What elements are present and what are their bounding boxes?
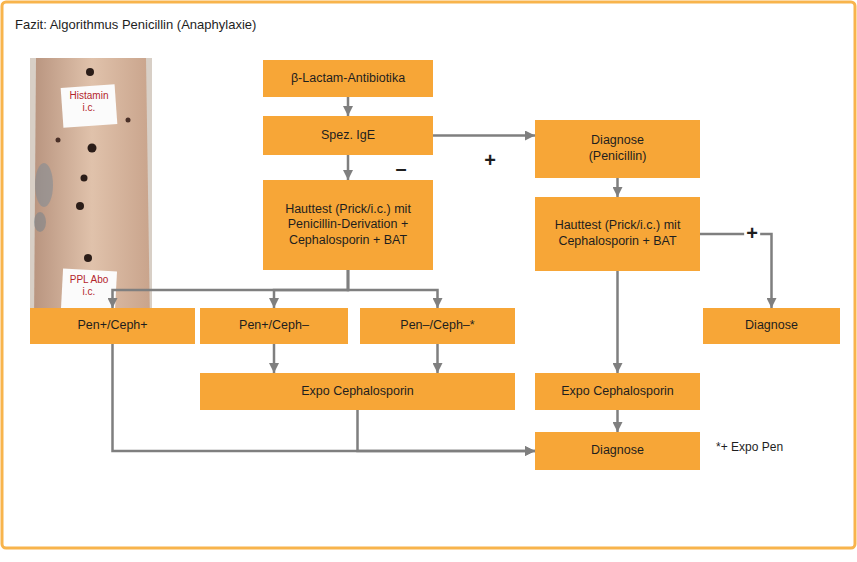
arm-photo [30,58,152,325]
process-box: Hauttest (Prick/i.c.) mit Penicillin-Der… [263,180,433,270]
connector-arrow [113,344,536,451]
photo-label: PPL Abo i.c. [64,274,114,298]
connector-arrow [347,97,350,116]
box-text: Pen–/Ceph–* [400,318,474,334]
box-text: Diagnose (Penicillin) [575,133,660,164]
process-box: Expo Cephalosporin [200,373,515,410]
box-text: Expo Cephalosporin [301,384,414,400]
connector-arrow [113,270,349,308]
process-box: β-Lactam-Antibiotika [263,60,433,97]
process-box: Expo Cephalosporin [535,373,700,410]
connector-arrow [348,270,438,308]
connector-arrow [433,134,535,137]
box-text: β-Lactam-Antibiotika [291,71,405,87]
edge-sign: + [482,150,498,170]
edge-sign: – [393,158,408,178]
box-text: Diagnose [591,443,644,459]
connector-arrow [436,344,439,373]
connector-arrow [273,344,276,373]
box-text: Hauttest (Prick/i.c.) mit Penicillin-Der… [269,202,427,249]
box-text: Pen+/Ceph+ [77,318,147,334]
process-box: Pen–/Ceph–* [360,308,515,344]
connector-arrow [274,270,348,308]
process-box: Spez. IgE [263,116,433,155]
footnote: *+ Expo Pen [716,440,841,454]
edge-sign: + [744,223,760,243]
connector-arrow [358,410,536,451]
box-text: Hauttest (Prick/i.c.) mit Cephalosporin … [554,218,682,249]
box-text: Pen+/Ceph– [239,318,309,334]
frame-border [2,2,855,548]
box-text: Diagnose [745,318,798,334]
photo-label: Histamin i.c. [64,90,114,114]
box-text: Spez. IgE [321,128,375,144]
process-box: Diagnose [703,308,840,344]
box-text: Expo Cephalosporin [561,384,674,400]
process-box: Diagnose [535,432,700,470]
process-box: Pen+/Ceph+ [30,308,195,344]
diagram-title: Fazit: Algorithmus Penicillin (Anaphylax… [15,17,256,32]
process-box: Pen+/Ceph– [200,308,348,344]
connector-arrow [347,155,350,180]
connector-arrow [616,271,619,373]
process-box: Hauttest (Prick/i.c.) mit Cephalosporin … [535,197,700,271]
process-box: Diagnose (Penicillin) [535,120,700,178]
connector-arrow [616,410,619,432]
connector-arrow [616,178,619,197]
connector-arrow [700,234,772,308]
